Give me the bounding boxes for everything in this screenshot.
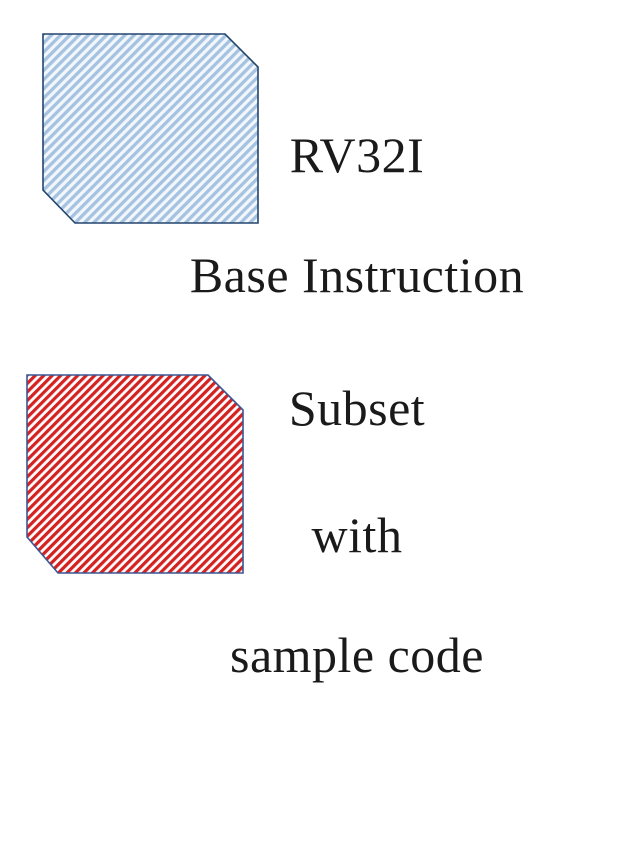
title-line-with: with bbox=[311, 507, 403, 563]
blue-square-outline bbox=[42, 33, 259, 224]
title-line-subset: Subset bbox=[288, 380, 426, 436]
title-line-sample-code: sample code bbox=[229, 627, 484, 683]
blue-hatched-square bbox=[42, 33, 259, 224]
title-line-rv32i: RV32I bbox=[289, 127, 425, 183]
red-square-outline bbox=[26, 374, 244, 574]
title-line-base-instruction: Base Instruction bbox=[189, 247, 525, 303]
red-hatched-square bbox=[26, 374, 244, 574]
